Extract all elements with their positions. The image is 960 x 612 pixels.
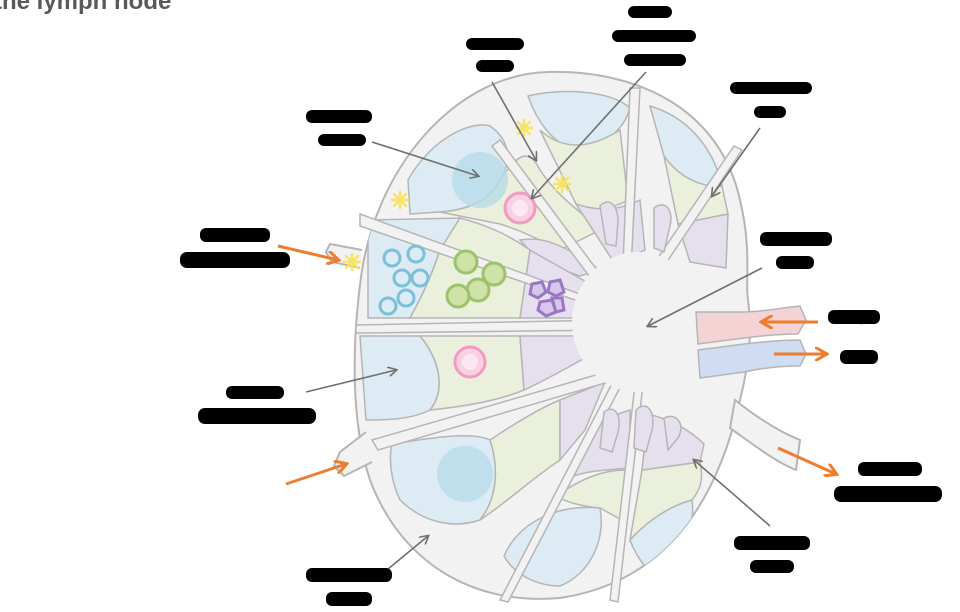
trabecular-sinus-label	[760, 232, 832, 269]
efferent-flow-arrow	[777, 446, 836, 474]
afferent-flow-arrow-upper	[277, 244, 338, 260]
medullary-cord-label	[734, 536, 810, 573]
paracortex-bottom-middle	[554, 469, 627, 522]
germinal-center-label	[306, 110, 372, 146]
paracortex-bottom-left	[479, 398, 561, 521]
arrow-medullary-cord	[694, 460, 771, 527]
efferent-lymphatic-vessel	[728, 398, 802, 472]
arrow-subcapsular-sinus	[381, 536, 428, 575]
macrophage-cells	[528, 278, 566, 318]
flow-arrows	[277, 244, 836, 486]
artery-label	[828, 310, 880, 324]
afferent-flow-arrow-lower	[285, 464, 346, 486]
high-endothelial-venules-label	[612, 6, 696, 66]
vein-label	[840, 350, 878, 364]
follicle-bottom-middle	[503, 506, 602, 587]
t-cells	[445, 249, 507, 309]
follicle-lower-left	[359, 335, 440, 421]
capsule-label	[466, 38, 524, 72]
arrow-germinal-center	[371, 141, 478, 176]
dendritic-cells	[342, 118, 572, 272]
pointer-arrows	[305, 71, 771, 575]
subcapsular-sinus-label	[306, 568, 392, 606]
redacted-labels	[180, 6, 942, 606]
efferent-lymphatic-label	[834, 462, 942, 502]
afferent-lymphatic-label	[180, 228, 290, 268]
paracortical-area-label	[730, 82, 812, 118]
arrow-paracortical	[712, 127, 761, 196]
medullary-sinus-hilum	[572, 252, 704, 392]
high-endothelial-venule-cells	[453, 191, 537, 379]
germinal-center-lower	[437, 446, 493, 502]
medullary-cords	[599, 201, 682, 453]
arrow-hev	[532, 71, 647, 198]
germinal-center-upper	[452, 152, 508, 208]
page-title: the lymph node	[0, 0, 172, 15]
artery-vessel	[695, 305, 807, 345]
paracortex-bottom-right	[628, 461, 703, 543]
arrow-medullary-sinus	[648, 267, 763, 326]
vein-vessel	[697, 339, 807, 379]
paracortex-upper-right	[663, 155, 729, 225]
arrow-capsule	[491, 81, 536, 160]
arrow-follicle	[305, 370, 396, 393]
b-cells	[378, 244, 430, 316]
follicle-label	[198, 386, 316, 424]
